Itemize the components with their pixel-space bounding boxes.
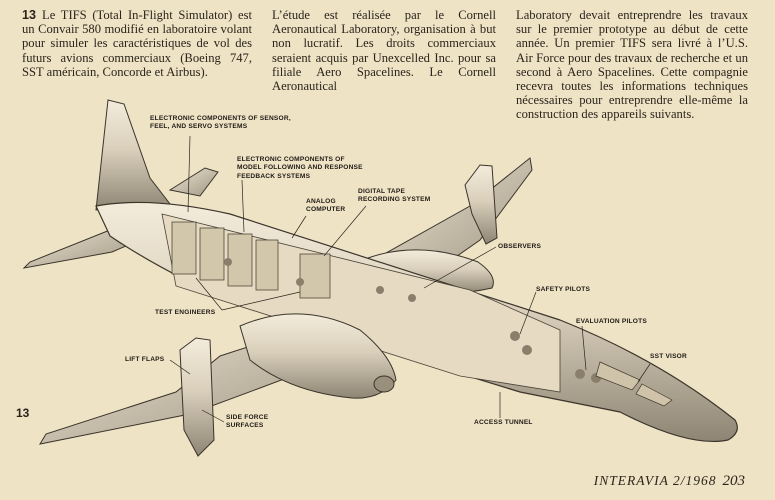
leader-lines <box>169 135 651 423</box>
crew-figures <box>224 258 601 383</box>
label-test-engineers: Test engineers <box>155 309 216 316</box>
left-engine-nacelle <box>239 313 397 399</box>
page-number: 203 <box>722 473 746 489</box>
label-sst-visor: SST visor <box>650 353 687 360</box>
left-propeller-spinner <box>373 375 395 393</box>
left-side-force-surface <box>179 337 215 457</box>
label-access-tunnel: Access tunnel <box>474 419 533 426</box>
cockpit-windows <box>595 361 673 407</box>
caption-column-2: L’étude est réalisée par le Cornell Aero… <box>272 8 496 94</box>
label-model-following: Electronic components of model following… <box>237 156 363 180</box>
figure-number-marker: 13 <box>16 406 30 420</box>
equipment-racks <box>171 221 331 299</box>
magazine-issue: INTERAVIA 2/1968 <box>593 473 717 488</box>
page-footer: INTERAVIA 2/1968 203 <box>594 473 745 490</box>
caption-column-3: Laboratory devait entreprendre les trava… <box>516 8 748 122</box>
figure-number: 13 <box>22 8 37 22</box>
right-side-force-surface <box>464 164 498 245</box>
label-side-force-surfaces: Side force surfaces <box>226 414 269 430</box>
label-analog-computer: Analog computer <box>306 198 346 214</box>
label-sensor-feel-servo: Electronic components of sensor, feel, a… <box>150 115 291 131</box>
label-evaluation-pilots: Evaluation pilots <box>576 318 647 325</box>
right-stabilizer <box>168 167 219 197</box>
label-digital-tape: Digital tape recording system <box>358 188 431 204</box>
label-lift-flaps: Lift flaps <box>125 356 165 363</box>
label-safety-pilots: Safety pilots <box>536 286 591 293</box>
label-observers: Observers <box>498 243 542 250</box>
caption-text-1: Le TIFS (Total In-Flight Simulator) est … <box>22 8 252 79</box>
